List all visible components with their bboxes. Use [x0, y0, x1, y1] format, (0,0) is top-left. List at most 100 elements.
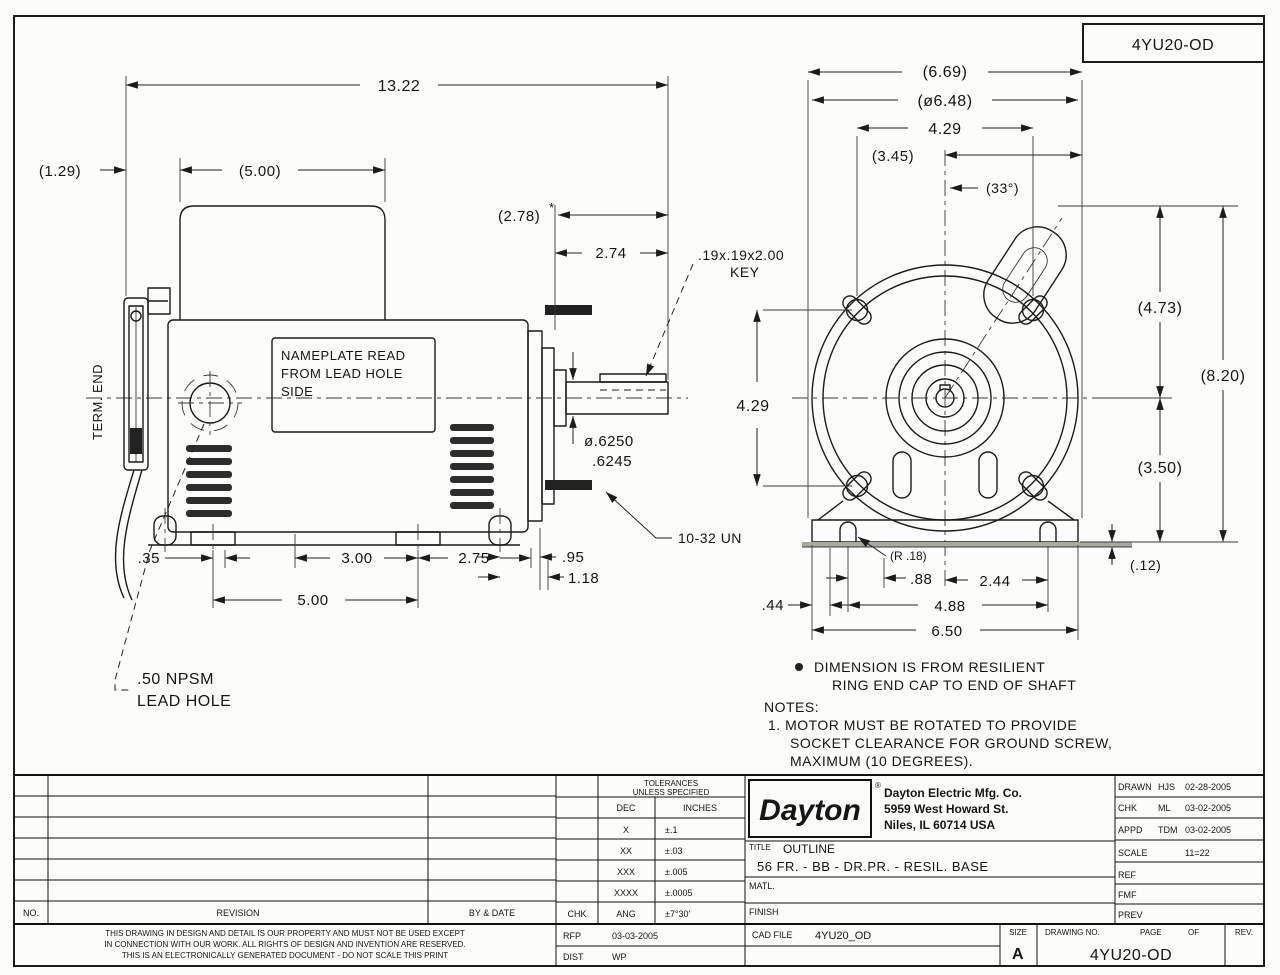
- dim-foot-300: 3.00: [341, 550, 372, 567]
- size-value: A: [1012, 946, 1024, 963]
- drawn-by: HJS: [1158, 782, 1175, 792]
- chk-by: ML: [1158, 803, 1171, 813]
- chk-cell: CHK: [567, 909, 586, 919]
- revision-no-header: NO.: [23, 908, 39, 918]
- tol-row-xxxx: XXXX: [614, 888, 638, 898]
- key-size-label: .19x.19x2.00: [698, 247, 784, 263]
- dayton-logo: Dayton: [759, 794, 861, 827]
- dim-base-488: 4.88: [934, 598, 965, 615]
- tol-col-inches: INCHES: [683, 803, 717, 813]
- tolerances-header1: TOLERANCES: [644, 779, 698, 788]
- drawing-no-label: DRAWING NO.: [1045, 928, 1100, 937]
- fmf-label: FMF: [1118, 890, 1137, 900]
- tol-row-ang: ANG: [616, 909, 636, 919]
- drawn-label: DRAWN: [1118, 782, 1152, 792]
- dist-value: WP: [612, 952, 627, 962]
- star-note-line2: RING END CAP TO END OF SHAFT: [832, 677, 1076, 693]
- lead-hole-label-1: .50 NPSM: [137, 671, 214, 688]
- dim-shaft-ext-ring: (2.78): [498, 208, 540, 225]
- side-view-dimensions: [100, 76, 694, 691]
- tol-row-x: X: [623, 825, 629, 835]
- appd-label: APPD: [1118, 825, 1143, 835]
- company-line2: 5959 West Howard St.: [884, 802, 1009, 816]
- dim-mount-118: 1.18: [568, 570, 599, 587]
- revision-header: REVISION: [216, 908, 259, 918]
- dim-width-669: (6.69): [923, 64, 968, 81]
- dim-dia-648: (ø6.48): [917, 93, 972, 110]
- by-date-header: BY & DATE: [469, 908, 515, 918]
- dim-shaft-dia-max: ø.6250: [584, 433, 634, 450]
- drawing-no-value: 4YU20-OD: [1090, 947, 1172, 964]
- scale-value: 11=22: [1185, 848, 1210, 858]
- vent-slots-right: [450, 424, 494, 509]
- dim-shaft-dia-min: .6245: [592, 453, 632, 470]
- dim-cap-length: (5.00): [239, 163, 281, 180]
- scale-label: SCALE: [1118, 848, 1148, 858]
- ref-label: REF: [1118, 870, 1137, 880]
- dist-label: DIST: [563, 952, 584, 962]
- nameplate-line1: NAMEPLATE READ: [281, 348, 406, 363]
- rfp-label: RFP: [563, 931, 581, 941]
- dim-base-650: 6.50: [931, 623, 962, 640]
- title-block-grid: [14, 774, 1264, 966]
- lifting-lug: [983, 226, 1067, 324]
- star-note-line1: DIMENSION IS FROM RESILIENT: [814, 659, 1045, 675]
- drawing-number-box: 4YU20-OD: [1132, 37, 1214, 54]
- disclaimer-line1: THIS DRAWING IN DESIGN AND DETAIL IS OUR…: [105, 929, 465, 938]
- terminal-end-assembly: [114, 287, 171, 601]
- note1-line1: 1. MOTOR MUST BE ROTATED TO PROVIDE: [768, 717, 1077, 733]
- lead-hole-label-2: LEAD HOLE: [137, 693, 231, 710]
- dim-height-350: (3.50): [1138, 460, 1183, 477]
- dim-term-ext: (1.29): [39, 163, 81, 180]
- size-label: SIZE: [1009, 928, 1027, 937]
- dim-height-473: (4.73): [1138, 300, 1183, 317]
- dim-overall-length: 13.22: [378, 78, 421, 95]
- note-bullet: [795, 663, 803, 671]
- tol-val-xx: ±.03: [665, 846, 682, 856]
- dim-foot-500: 5.00: [297, 592, 328, 609]
- registered-mark-icon: ®: [875, 781, 881, 790]
- tol-row-xx: XX: [620, 846, 632, 856]
- chk-label: CHK: [1118, 803, 1137, 813]
- nameplate-box: [271, 337, 436, 433]
- nameplate-line2: FROM LEAD HOLE: [281, 366, 403, 381]
- dim-radius-18: (R .18): [890, 549, 927, 563]
- notes-heading: NOTES:: [764, 699, 819, 715]
- appd-by: TDM: [1158, 825, 1178, 835]
- dim-footnote-star: *: [549, 200, 555, 215]
- dim-shaft-ext: 2.74: [595, 245, 626, 262]
- rev-label: REV.: [1235, 928, 1253, 937]
- nameplate-line3: SIDE: [281, 384, 313, 399]
- of-label: OF: [1188, 928, 1199, 937]
- prev-label: PREV: [1118, 910, 1143, 920]
- cad-file-value: 4YU20_OD: [815, 930, 871, 942]
- dim-345: (3.45): [872, 148, 914, 165]
- disclaimer-line2: IN CONNECTION WITH OUR WORK. ALL RIGHTS …: [104, 940, 465, 949]
- vent-slots-left: [186, 445, 232, 517]
- disclaimer-line3: THIS IS AN ELECTRONICALLY GENERATED DOCU…: [122, 951, 448, 960]
- dim-angle-33: (33°): [986, 180, 1019, 196]
- dim-mount-95: .95: [562, 549, 584, 566]
- finish-label: FINISH: [749, 907, 779, 917]
- dim-bolt-429-v: 4.29: [736, 398, 769, 415]
- dim-foot-275: 2.75: [458, 550, 489, 567]
- company-line3: Niles, IL 60714 USA: [884, 818, 996, 832]
- tol-row-xxx: XXX: [617, 867, 635, 877]
- tolerances-header2: UNLESS SPECIFIED: [633, 788, 710, 797]
- term-end-label: TERM. END: [90, 364, 105, 440]
- chk-date: 03-02-2005: [1185, 803, 1231, 813]
- key-label: KEY: [730, 264, 760, 280]
- title-line2: 56 FR. - BB - DR.PR. - RESIL. BASE: [757, 859, 989, 874]
- page-label: PAGE: [1140, 928, 1162, 937]
- sheet-border: [13, 15, 1265, 967]
- through-bolt-stud-bottom: [545, 480, 592, 490]
- company-line1: Dayton Electric Mfg. Co.: [884, 786, 1022, 800]
- end-view: [792, 150, 1132, 588]
- dim-slot-88: .88: [910, 571, 932, 588]
- dim-height-820: (8.20): [1201, 368, 1246, 385]
- dim-bolt-429-h: 4.29: [928, 121, 961, 138]
- dim-foot-35: .35: [138, 550, 160, 567]
- note1-line3: MAXIMUM (10 DEGREES).: [790, 753, 973, 769]
